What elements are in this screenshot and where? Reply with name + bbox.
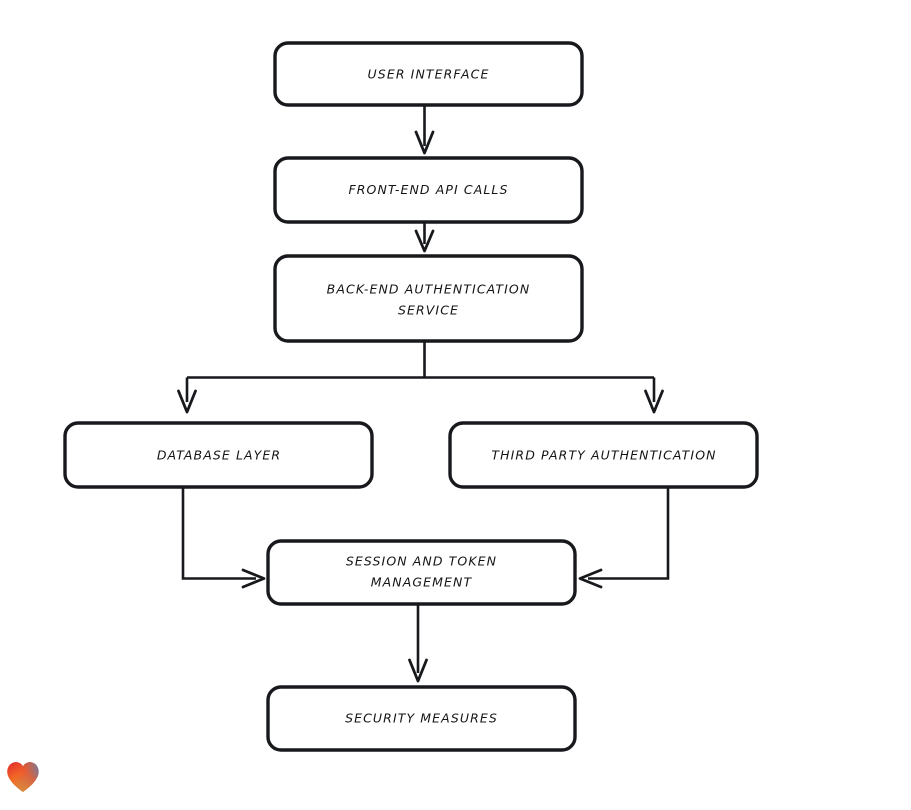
- node-back-end-authentication-service[interactable]: BACK-END AUTHENTICATION SERVICE: [273, 254, 584, 343]
- node-third-party-authentication[interactable]: THIRD PARTY AUTHENTICATION: [448, 421, 759, 489]
- node-box-back-end-authentication-service[interactable]: [273, 254, 584, 343]
- node-label-front-end-api-calls: FRONT-END API CALLS: [348, 182, 508, 197]
- node-label-back-end-authentication-service-line2: SERVICE: [398, 303, 459, 318]
- edge-database-to-session: [181, 487, 266, 589]
- node-box-front-end-api-calls[interactable]: [273, 156, 584, 224]
- node-box-user-interface[interactable]: [273, 41, 584, 107]
- node-label-database-layer: DATABASE LAYER: [157, 448, 281, 463]
- node-user-interface[interactable]: USER INTERFACE: [273, 41, 584, 107]
- edge-backend-to-database: [177, 377, 197, 414]
- edge-ui-to-api: [414, 105, 435, 155]
- node-box-session-and-token-management[interactable]: [266, 539, 577, 606]
- node-security-measures[interactable]: SECURITY MEASURES: [266, 685, 577, 752]
- node-database-layer[interactable]: DATABASE LAYER: [63, 421, 374, 489]
- node-session-and-token-management[interactable]: SESSION AND TOKEN MANAGEMENT: [266, 539, 577, 606]
- node-label-session-and-token-management-line1: SESSION AND TOKEN: [346, 554, 497, 569]
- node-label-back-end-authentication-service-line1: BACK-END AUTHENTICATION: [327, 282, 531, 297]
- node-label-security-measures: SECURITY MEASURES: [345, 711, 498, 726]
- edge-backend-branch-stem: [187, 341, 654, 379]
- heart-icon: [7, 762, 39, 793]
- node-label-third-party-authentication: THIRD PARTY AUTHENTICATION: [491, 448, 716, 463]
- edge-api-to-backend: [414, 222, 435, 253]
- edge-backend-to-thirdparty: [644, 377, 664, 414]
- node-box-security-measures[interactable]: [266, 685, 577, 752]
- node-front-end-api-calls[interactable]: FRONT-END API CALLS: [273, 156, 584, 224]
- node-label-user-interface: USER INTERFACE: [368, 67, 490, 82]
- node-label-session-and-token-management-line2: MANAGEMENT: [371, 575, 473, 590]
- edge-session-to-security: [408, 604, 428, 683]
- heart-shape-overlay: [7, 762, 39, 793]
- edge-thirdparty-to-session: [578, 487, 670, 589]
- node-box-database-layer[interactable]: [63, 421, 374, 489]
- node-box-third-party-authentication[interactable]: [448, 421, 759, 489]
